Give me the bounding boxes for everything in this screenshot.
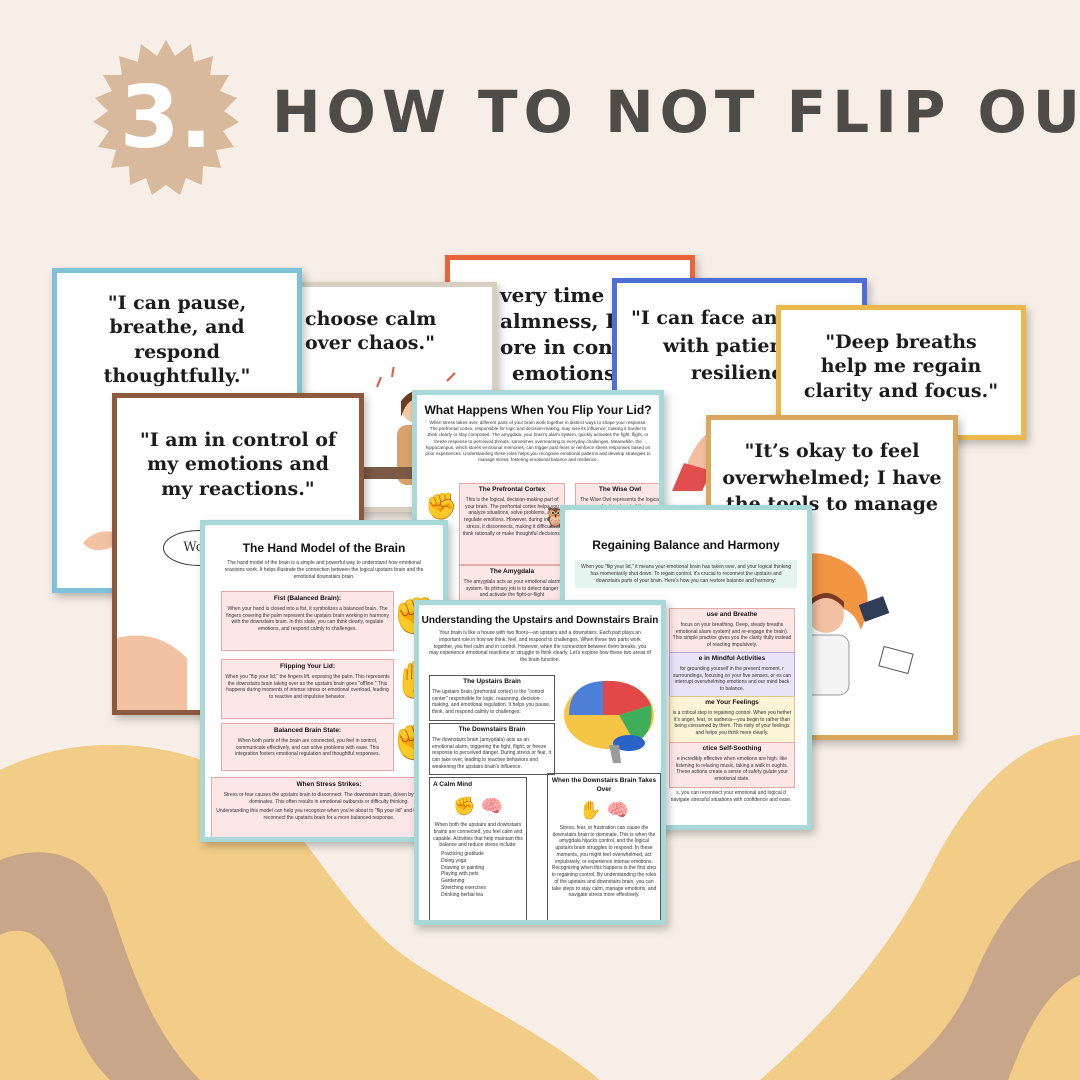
prefrontal-title: The Prefrontal Cortex <box>478 486 546 493</box>
flip-lid-section: Flipping Your Lid: When you "flip your l… <box>221 659 394 719</box>
prefrontal-box: The Prefrontal Cortex This is the logica… <box>459 483 565 565</box>
list-item: Practicing gratitude <box>441 851 484 858</box>
amygdala-text: The amygdala acts as your emotional alar… <box>463 578 561 599</box>
self-soothing-title: ctice Self-Soothing <box>702 745 762 752</box>
breathe-title: use and Breathe <box>706 611 758 618</box>
balanced-text: When both parts of the brain are connect… <box>234 737 381 758</box>
fist-icon: ✊ <box>425 491 458 521</box>
quote-line: resilience <box>691 362 796 385</box>
stress-section: When Stress Strikes: Stress or fear caus… <box>211 777 443 837</box>
quote-text: "I can pause, breathe, and respond thoug… <box>103 292 251 387</box>
upstairs-text: The upstairs brain (prefrontal cortex) i… <box>432 688 551 716</box>
list-item: Drinking herbal tea <box>441 891 483 898</box>
hand-illustration <box>117 635 187 710</box>
calm-mind-text: When both the upstairs and downstairs br… <box>433 822 523 849</box>
calm-mind-title: A Calm Mind <box>433 781 473 788</box>
quote-line: with patience <box>663 334 807 357</box>
quote-text: "Deep breaths help me regain clarity and… <box>803 331 999 402</box>
prefrontal-text: This is the logical, decision-making par… <box>462 496 562 537</box>
doc-intro: Your brain is like a house with two floo… <box>429 630 651 663</box>
mindful-box: e in Mindful Activities for grounding yo… <box>669 652 795 698</box>
breathe-text: focus on your breathing. Deep, steady br… <box>672 621 792 649</box>
downstairs-text: The downstairs brain (amygdala) acts as … <box>432 736 551 770</box>
fist-text: When your hand is closed into a fist, it… <box>226 605 389 633</box>
brain-illustration <box>564 680 654 763</box>
list-item: Doing yoga <box>441 857 467 864</box>
quote-line: "I can face any s <box>631 307 806 329</box>
quote-line: overwhelmed; I have <box>722 466 942 489</box>
list-item: Drawing or painting <box>441 864 485 871</box>
list-item: Stretching exercises <box>441 884 487 891</box>
doc-hand-model: The Hand Model of the Brain The hand mod… <box>200 520 448 842</box>
doc-title: Understanding the Upstairs and Downstair… <box>421 615 659 626</box>
fist-section: Fist (Balanced Brain): When your hand is… <box>221 591 394 651</box>
stress-title: When Stress Strikes: <box>296 781 362 788</box>
calm-mind-box: A Calm Mind ✊ 🧠 When both the upstairs a… <box>429 777 527 920</box>
breathe-box: use and Breathe focus on your breathing.… <box>669 608 795 654</box>
stress-text: Stress or fear causes the upstairs brain… <box>223 791 435 805</box>
feelings-title: me Your Feelings <box>705 699 759 706</box>
wise-owl-title: The Wise Owl <box>598 486 642 493</box>
starburst-icon <box>93 40 239 195</box>
upstairs-box: The Upstairs Brain The upstairs brain (p… <box>429 675 555 721</box>
self-soothing-box: ctice Self-Soothing e incredibly effecti… <box>669 742 795 788</box>
doc-title: What Happens When You Flip Your Lid? <box>424 403 652 417</box>
doc-intro: When you "flip your lid," it means your … <box>575 560 797 589</box>
quote-text: choose calm over chaos." <box>305 308 437 355</box>
fist-title: Fist (Balanced Brain): <box>273 595 342 602</box>
upstairs-title: The Upstairs Brain <box>463 678 521 685</box>
quote-line: "It’s okay to feel <box>744 440 920 462</box>
doc-upstairs-downstairs: Understanding the Upstairs and Downstair… <box>414 600 666 925</box>
mindful-title: e in Mindful Activities <box>698 655 766 662</box>
calm-icons: ✊ 🧠 <box>453 795 503 816</box>
doc-outro: s, you can reconnect your emotional and … <box>670 790 792 803</box>
wave-light-left <box>0 744 600 1080</box>
mindful-text: for grounding yourself in the present mo… <box>672 665 792 693</box>
flip-lid-text: When you "flip your lid," the fingers li… <box>225 673 390 701</box>
takeover-title: When the Downstairs Brain Takes Over <box>551 777 657 793</box>
takeover-box: When the Downstairs Brain Takes Over ✋ 🧠… <box>547 773 661 920</box>
balanced-section: Balanced Brain State: When both parts of… <box>221 723 394 771</box>
calm-list: Practicing gratitude Doing yoga Drawing … <box>433 851 523 898</box>
balanced-title: Balanced Brain State: <box>273 727 342 734</box>
doc-title: Regaining Balance and Harmony <box>592 538 780 552</box>
downstairs-box: The Downstairs Brain The downstairs brai… <box>429 723 555 775</box>
wave-light-left-inner <box>0 930 110 1080</box>
feelings-box: me Your Feelings is a critical step in r… <box>669 696 795 744</box>
step-number: 3. <box>119 68 213 168</box>
self-soothing-text: e incredibly effective when emotions are… <box>675 755 788 783</box>
doc-intro: The hand model of the brain is a simple … <box>224 560 424 580</box>
doc-title: The Hand Model of the Brain <box>242 541 406 555</box>
doc-intro: When stress takes over, different parts … <box>425 420 651 463</box>
list-item: Playing with pets <box>441 871 479 878</box>
flip-lid-title: Flipping Your Lid: <box>280 663 335 670</box>
takeover-icons: ✋ 🧠 <box>579 799 629 820</box>
list-item: Gardening <box>441 878 465 885</box>
downstairs-title: The Downstairs Brain <box>458 726 526 733</box>
amygdala-title: The Amygdala <box>489 568 535 575</box>
feelings-text: is a critical step in regaining control.… <box>672 709 792 737</box>
stress-text-2: Understanding this model can help you re… <box>216 808 442 822</box>
quote-text: "I am in control of my emotions and my r… <box>139 429 337 500</box>
page-title: HOW TO NOT FLIP OUT <box>272 78 1080 146</box>
wave-light-right-inner <box>1008 975 1080 1080</box>
number-badge: 3. <box>86 38 246 198</box>
takeover-text: Stress, fear, or frustration can cause t… <box>551 824 657 899</box>
